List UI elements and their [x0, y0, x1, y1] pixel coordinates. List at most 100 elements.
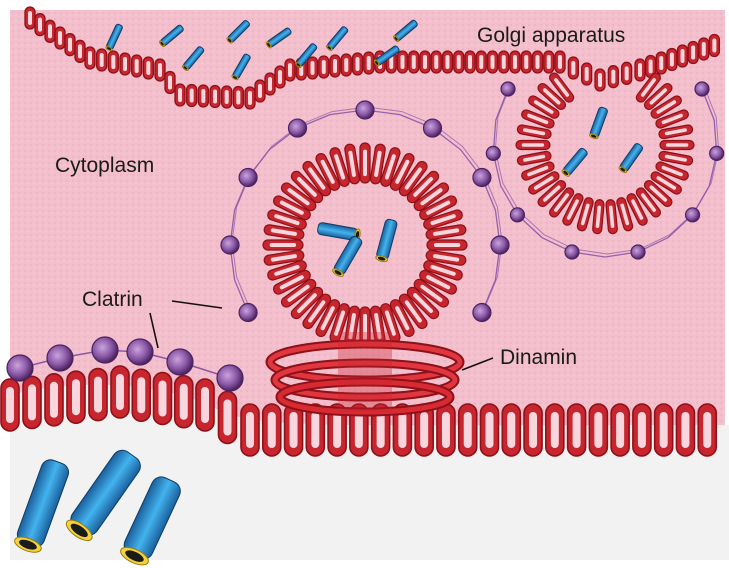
clathrin-triskelion — [7, 355, 33, 381]
plasma-unit-core — [660, 412, 668, 448]
plasma-unit-core — [464, 412, 472, 448]
golgi-unit-core — [423, 55, 427, 69]
golgi-unit-core — [625, 66, 629, 80]
plasma-unit-core — [94, 377, 102, 413]
golgi-unit-core — [146, 61, 150, 75]
clathrin-triskelion — [491, 236, 509, 254]
cytoplasm-label: Cytoplasm — [55, 154, 154, 177]
clathrin-triskelion — [424, 119, 442, 137]
golgi-unit-core — [135, 59, 139, 73]
golgi-unit-core — [190, 89, 194, 103]
plasma-unit-core — [159, 381, 167, 417]
plasma-unit-core — [6, 387, 14, 423]
plasma-unit-core — [551, 412, 559, 448]
golgi-unit-core — [611, 70, 615, 84]
plasma-unit-core — [72, 379, 80, 415]
clathrin-triskelion — [565, 245, 579, 259]
golgi-unit-core — [288, 63, 292, 77]
clathrin-triskelion — [289, 119, 307, 137]
golgi-unit-core — [446, 55, 450, 69]
golgi-unit-core — [68, 38, 72, 52]
golgi-unit-core — [712, 39, 716, 53]
clatrin-label: Clatrin — [82, 288, 143, 311]
golgi-unit-core — [258, 84, 262, 98]
golgi-unit-core — [278, 70, 282, 84]
golgi-unit-core — [201, 89, 205, 103]
golgi-unit-core — [536, 55, 540, 69]
golgi-unit-core — [468, 55, 472, 69]
clathrin-triskelion — [510, 208, 524, 222]
golgi-unit-core — [213, 90, 217, 104]
vesicle-unit-core — [270, 243, 296, 247]
clathrin-triskelion — [167, 349, 193, 375]
clathrin-triskelion — [127, 339, 153, 365]
golgi-unit-core — [491, 55, 495, 69]
golgi-unit-core — [558, 55, 562, 69]
vesicle-unit-core — [522, 143, 544, 147]
golgi-unit-core — [78, 44, 82, 58]
plasma-unit-core — [616, 412, 624, 448]
clathrin-triskelion — [710, 146, 724, 160]
golgi-unit-core — [344, 58, 348, 72]
golgi-unit-core — [649, 60, 653, 74]
golgi-unit-core — [524, 55, 528, 69]
plasma-unit-core — [355, 412, 363, 448]
golgi-unit-core — [659, 56, 663, 70]
clathrin-triskelion — [356, 101, 374, 119]
golgi-unit-core — [598, 73, 602, 87]
golgi-unit-core — [123, 57, 127, 71]
golgi-unit-core — [333, 59, 337, 73]
golgi-unit-core — [58, 31, 62, 45]
plasma-unit-core — [116, 374, 124, 410]
golgi-unit-core — [100, 53, 104, 67]
golgi-unit-core — [670, 53, 674, 67]
plasma-unit-core — [681, 412, 689, 448]
golgi-unit-core — [268, 77, 272, 91]
golgi-unit-core — [48, 24, 52, 38]
plasma-unit-core — [398, 412, 406, 448]
golgi-unit-core — [547, 55, 551, 69]
golgi-unit-core — [479, 55, 483, 69]
clathrin-triskelion — [47, 345, 73, 371]
clathrin-triskelion — [501, 82, 515, 96]
golgi-unit-core — [322, 60, 326, 74]
clathrin-triskelion — [631, 245, 645, 259]
plasma-unit-core — [529, 412, 537, 448]
plasma-unit-core — [201, 387, 209, 423]
plasma-unit-core — [507, 412, 515, 448]
golgi-unit-core — [311, 61, 315, 75]
plasma-unit-core — [180, 384, 188, 420]
clathrin-triskelion — [473, 304, 491, 322]
dinamin-label: Dinamin — [500, 346, 577, 369]
golgi-unit-core — [691, 46, 695, 60]
plasma-unit-core — [486, 412, 494, 448]
golgi-unit-core — [513, 55, 517, 69]
plasma-unit-core — [420, 412, 428, 448]
golgi-unit-core — [225, 90, 229, 104]
golgi-unit-core — [248, 91, 252, 105]
golgi-label: Golgi apparatus — [477, 24, 625, 47]
golgi-unit-core — [401, 55, 405, 69]
plasma-unit-core — [594, 412, 602, 448]
golgi-unit-core — [571, 61, 575, 75]
clathrin-triskelion — [239, 304, 257, 322]
golgi-unit-core — [168, 76, 172, 90]
golgi-unit-core — [681, 49, 685, 63]
golgi-unit-core — [367, 56, 371, 70]
golgi-unit-core — [236, 91, 240, 105]
plasma-unit-core — [333, 412, 341, 448]
clathrin-triskelion — [686, 208, 700, 222]
clathrin-triskelion — [92, 337, 118, 363]
golgi-unit-core — [158, 63, 162, 77]
golgi-unit-core — [434, 55, 438, 69]
clathrin-triskelion — [221, 236, 239, 254]
golgi-unit-core — [178, 88, 182, 102]
plasma-unit-core — [311, 412, 319, 448]
plasma-unit-core — [638, 412, 646, 448]
golgi-unit-core — [88, 51, 92, 65]
golgi-unit-core — [457, 55, 461, 69]
plasma-unit-core — [377, 412, 385, 448]
vesicle-unit-core — [363, 150, 367, 176]
golgi-unit-core — [585, 67, 589, 81]
